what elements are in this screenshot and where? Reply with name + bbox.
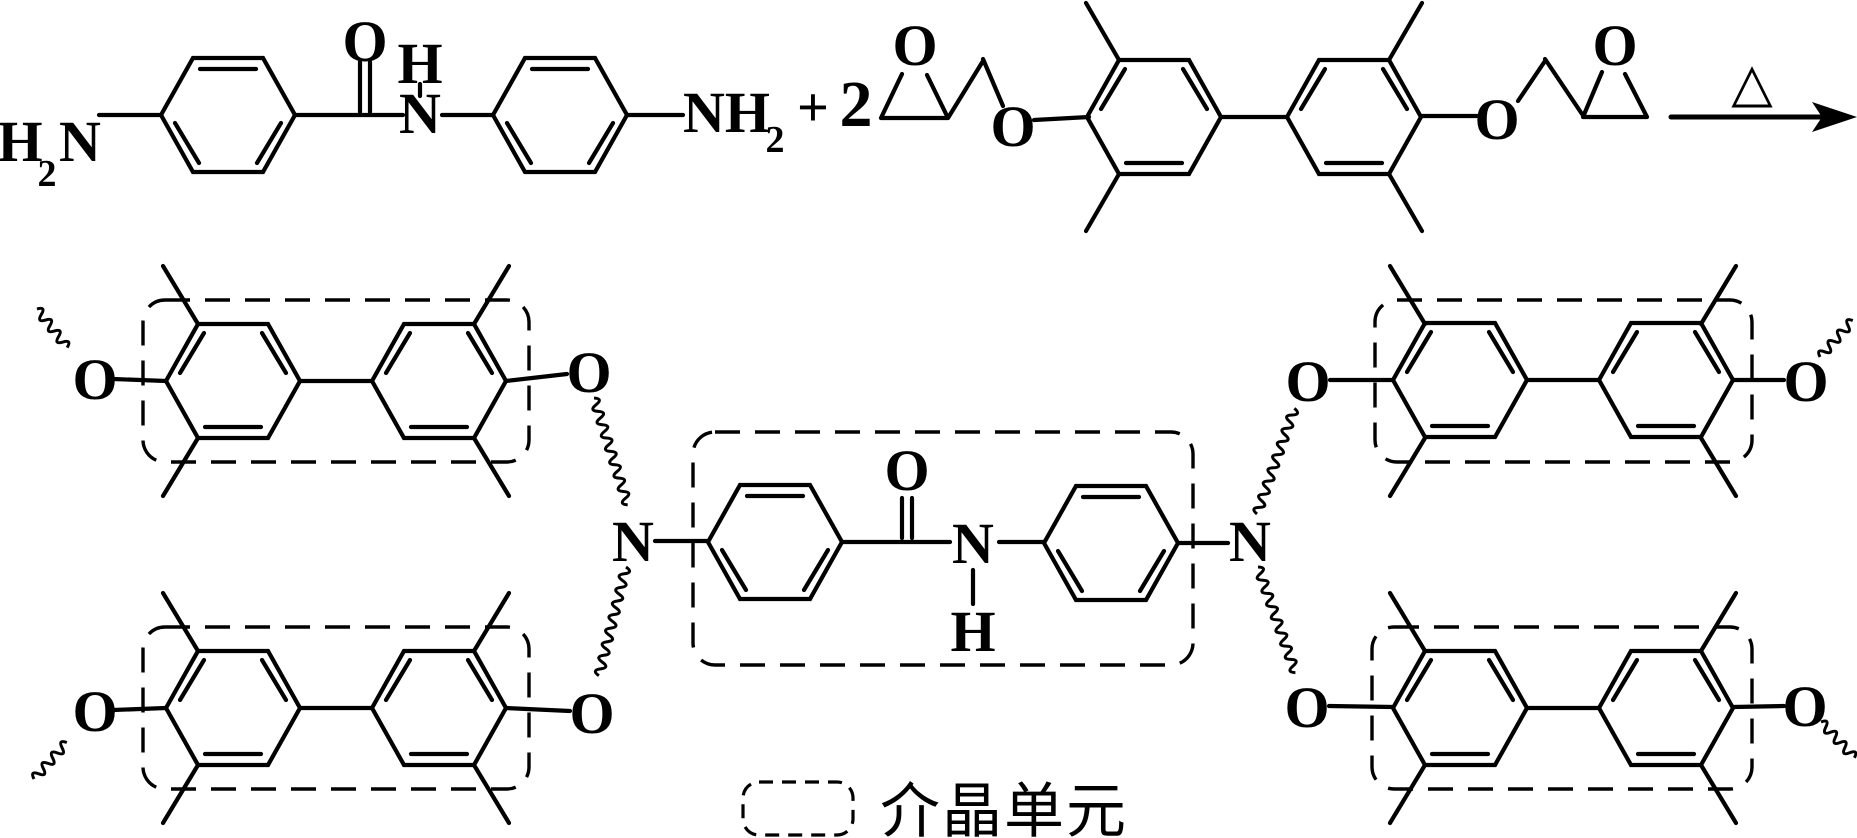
ether-oxygen-label: O (1284, 675, 1329, 740)
benzene-ring (1044, 486, 1178, 600)
carbonyl-oxygen-label: O (884, 438, 929, 503)
wavy-bond (1252, 563, 1302, 676)
benzene-ring (493, 58, 627, 172)
amide-hydrogen-label: H (397, 31, 442, 96)
ether-oxygen-label: O (72, 679, 117, 744)
benzene-ring (372, 324, 506, 438)
plus-sign: + (797, 77, 829, 139)
benzene-ring (1393, 323, 1527, 437)
reactant-diamine: H 2 N O H N NH 2 (0, 9, 785, 195)
mesogen-unit-lower-left: O O (29, 590, 615, 826)
ether-oxygen-label: O (990, 94, 1035, 159)
benzene-ring (708, 485, 842, 599)
benzene-ring (1599, 323, 1733, 437)
wavy-bond (29, 738, 72, 784)
bond-lines (652, 495, 1231, 607)
amide-nitrogen-label: N (952, 511, 994, 576)
mesogen-unit-upper-right: O O (1285, 263, 1857, 499)
amine-subscript: 2 (766, 119, 785, 161)
ether-oxygen-label: O (1474, 87, 1519, 152)
epoxide-oxygen-label: O (892, 13, 937, 78)
mesogen-box (1373, 298, 1754, 464)
ether-oxygen-label: O (569, 681, 614, 746)
right-arrow-icon (1812, 102, 1857, 132)
mesogen-unit-upper-left: O O (31, 263, 612, 499)
benzene-ring (1599, 651, 1733, 765)
ether-oxygen-label: O (72, 347, 117, 412)
heat-delta-symbol: △ (1731, 51, 1773, 114)
ether-oxygen-label: O (1782, 674, 1827, 739)
legend-label: 介晶单元 (880, 779, 1128, 838)
benzene-ring (166, 324, 300, 438)
legend-mesogen-box-icon (741, 780, 855, 837)
reactant-diepoxide: O O O O (878, 0, 1650, 234)
wavy-bond (1251, 405, 1301, 518)
bond-lines (1327, 263, 1787, 499)
tertiary-nitrogen-label: N (612, 509, 654, 574)
benzene-ring (372, 651, 506, 765)
product-benzanilide-core: O N H N N (588, 395, 1302, 679)
ether-oxygen-label: O (566, 340, 611, 405)
mesogen-unit-lower-right: O O (1284, 590, 1857, 826)
ether-oxygen-label: O (1783, 349, 1828, 414)
bond-lines (1326, 590, 1787, 826)
amine-nh-label: NH (683, 80, 770, 145)
amine-subscript: 2 (38, 153, 57, 195)
bond-lines (96, 59, 686, 118)
benzene-ring (161, 58, 295, 172)
bond-lines (878, 0, 1650, 234)
bond-lines (110, 590, 573, 826)
benzene-ring (1287, 60, 1421, 174)
tertiary-nitrogen-label: N (1229, 509, 1271, 574)
amide-nitrogen-label: N (399, 81, 441, 146)
reaction-arrow: △ (1668, 51, 1857, 132)
benzene-ring (166, 651, 300, 765)
amine-nitrogen-label: N (59, 109, 101, 174)
wavy-bond (588, 395, 634, 508)
wavy-bond (593, 564, 632, 679)
wavy-bond (31, 304, 73, 352)
amide-hydrogen-label: H (950, 599, 995, 664)
mesogen-box (691, 430, 1195, 667)
epoxide-oxygen-label: O (1592, 13, 1637, 78)
ether-oxygen-label: O (1285, 349, 1330, 414)
bond-lines (110, 263, 570, 499)
carbonyl-oxygen-label: O (342, 9, 387, 74)
legend: 介晶单元 (741, 779, 1128, 838)
mesogen-box (1370, 625, 1754, 791)
benzene-ring (1393, 651, 1527, 765)
coefficient-2: 2 (840, 68, 873, 141)
amine-hydrogen-label: H (0, 109, 43, 174)
benzene-ring (1087, 60, 1221, 174)
